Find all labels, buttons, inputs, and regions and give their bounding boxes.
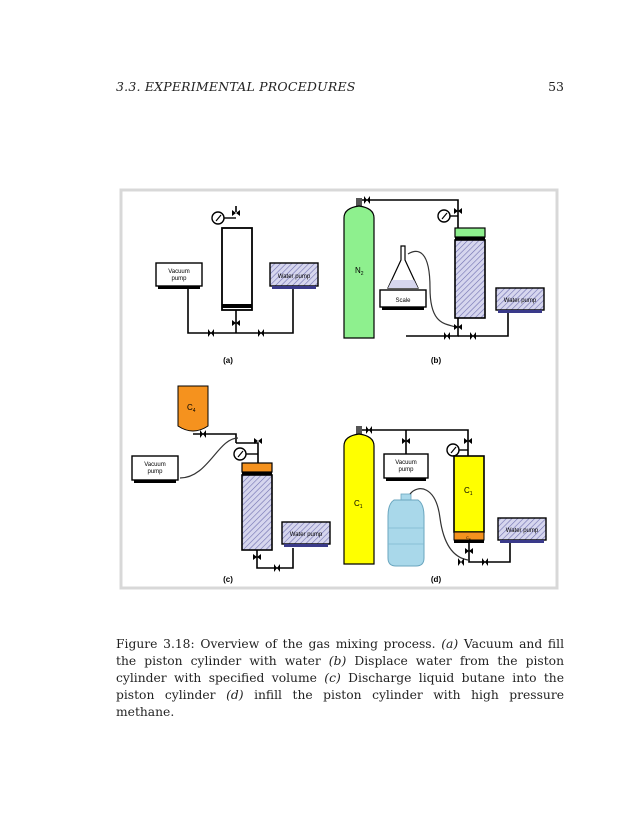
valve-icon (470, 332, 476, 340)
scale: Scale (379, 289, 427, 310)
vacuum-pump-label: Vacuum (395, 460, 417, 466)
c1-label: C1 (354, 499, 363, 510)
caption-text-c: Discharge liquid butane into the piston … (116, 671, 565, 703)
water-pump-label: Water pump (290, 532, 323, 538)
caption-label-c: (c) (324, 671, 341, 686)
n2-label: N2 (355, 266, 364, 277)
valve-icon (454, 324, 462, 330)
caption-prefix: Figure 3.18: Overview of the gas mixing … (116, 637, 442, 652)
n2-gas-cylinder: N2 (343, 198, 375, 339)
vacuum-pump-label: Vacuum (144, 462, 166, 468)
water-pump-label: Water pump (504, 298, 537, 304)
vacuum-pump-label: pump (398, 467, 414, 473)
valve-icon (208, 329, 214, 337)
caption-label-b: (b) (328, 654, 347, 669)
c1-piston-label: C1 (464, 486, 473, 497)
c4-vessel: C4 (177, 385, 209, 432)
valve-icon (465, 548, 473, 554)
valve-icon (232, 320, 240, 326)
caption-text-d: infill the piston cylinder with high pre… (116, 688, 564, 720)
page-number: 53 (548, 79, 564, 94)
piston-cylinder (454, 227, 486, 319)
water-jug-icon (387, 493, 425, 567)
valve-icon (274, 564, 280, 572)
vacuum-pump-label: pump (171, 276, 187, 282)
vacuum-pump: Vacuum pump (155, 262, 203, 289)
c4-small-label: C4 (466, 535, 471, 541)
valve-icon (482, 558, 488, 566)
panel-b: N2 Scale Water pump (b) (343, 196, 545, 365)
pressure-gauge-icon (437, 209, 458, 223)
valve-icon (232, 210, 240, 216)
panel-label-c: (c) (223, 575, 233, 584)
c4-label: C4 (187, 403, 196, 414)
piston-cylinder: C1 C4 (453, 455, 485, 543)
panel-label-b: (b) (431, 356, 442, 365)
pressure-gauge-icon (233, 447, 258, 461)
panel-d: C1 Vacuum pump (343, 426, 547, 584)
valve-icon (444, 332, 450, 340)
water-pump: Water pump (495, 287, 545, 313)
caption-label-d: (d) (226, 688, 244, 703)
gas-mixing-figure: Vacuum pump Water pump (a) (118, 188, 560, 592)
vacuum-pump-label: Vacuum (168, 269, 190, 275)
scale-label: Scale (395, 298, 411, 304)
piston-cylinder (221, 227, 253, 311)
panel-label-d: (d) (431, 575, 442, 584)
valve-icon (253, 554, 261, 560)
running-head: 3.3. EXPERIMENTAL PROCEDURES (116, 79, 356, 94)
valve-icon (402, 438, 410, 444)
valve-icon (458, 558, 464, 566)
page-header: 3.3. EXPERIMENTAL PROCEDURES 53 (116, 79, 564, 95)
water-pump-label: Water pump (278, 274, 311, 280)
water-pump: Water pump (497, 517, 547, 543)
valve-icon (464, 438, 472, 444)
panel-label-a: (a) (223, 356, 233, 365)
caption-text-a: Vacuum and fill the piston cylinder with… (116, 637, 564, 669)
figure-caption: Figure 3.18: Overview of the gas mixing … (116, 636, 564, 721)
pressure-gauge-icon (211, 211, 236, 225)
valve-icon (254, 438, 262, 444)
caption-text-b: Displace water from the piston cylinder … (116, 654, 564, 686)
c1-gas-cylinder: C1 (343, 426, 375, 565)
panel-c: C4 Vacuum pump (131, 385, 331, 584)
caption-label-a: (a) (441, 637, 459, 652)
valve-icon (366, 426, 372, 434)
water-pump: Water pump (269, 262, 319, 289)
valve-icon (454, 208, 462, 214)
vacuum-pump: Vacuum pump (383, 453, 429, 481)
valve-icon (200, 430, 206, 438)
valve-icon (258, 329, 264, 337)
water-pump: Water pump (281, 521, 331, 547)
flask-icon (387, 245, 419, 289)
vacuum-pump-label: pump (147, 469, 163, 475)
panel-a: Vacuum pump Water pump (a) (155, 206, 319, 365)
vacuum-pump: Vacuum pump (131, 455, 179, 483)
piston-cylinder (241, 462, 273, 551)
water-pump-label: Water pump (506, 528, 539, 534)
pressure-gauge-icon (446, 443, 468, 457)
valve-icon (364, 196, 370, 204)
